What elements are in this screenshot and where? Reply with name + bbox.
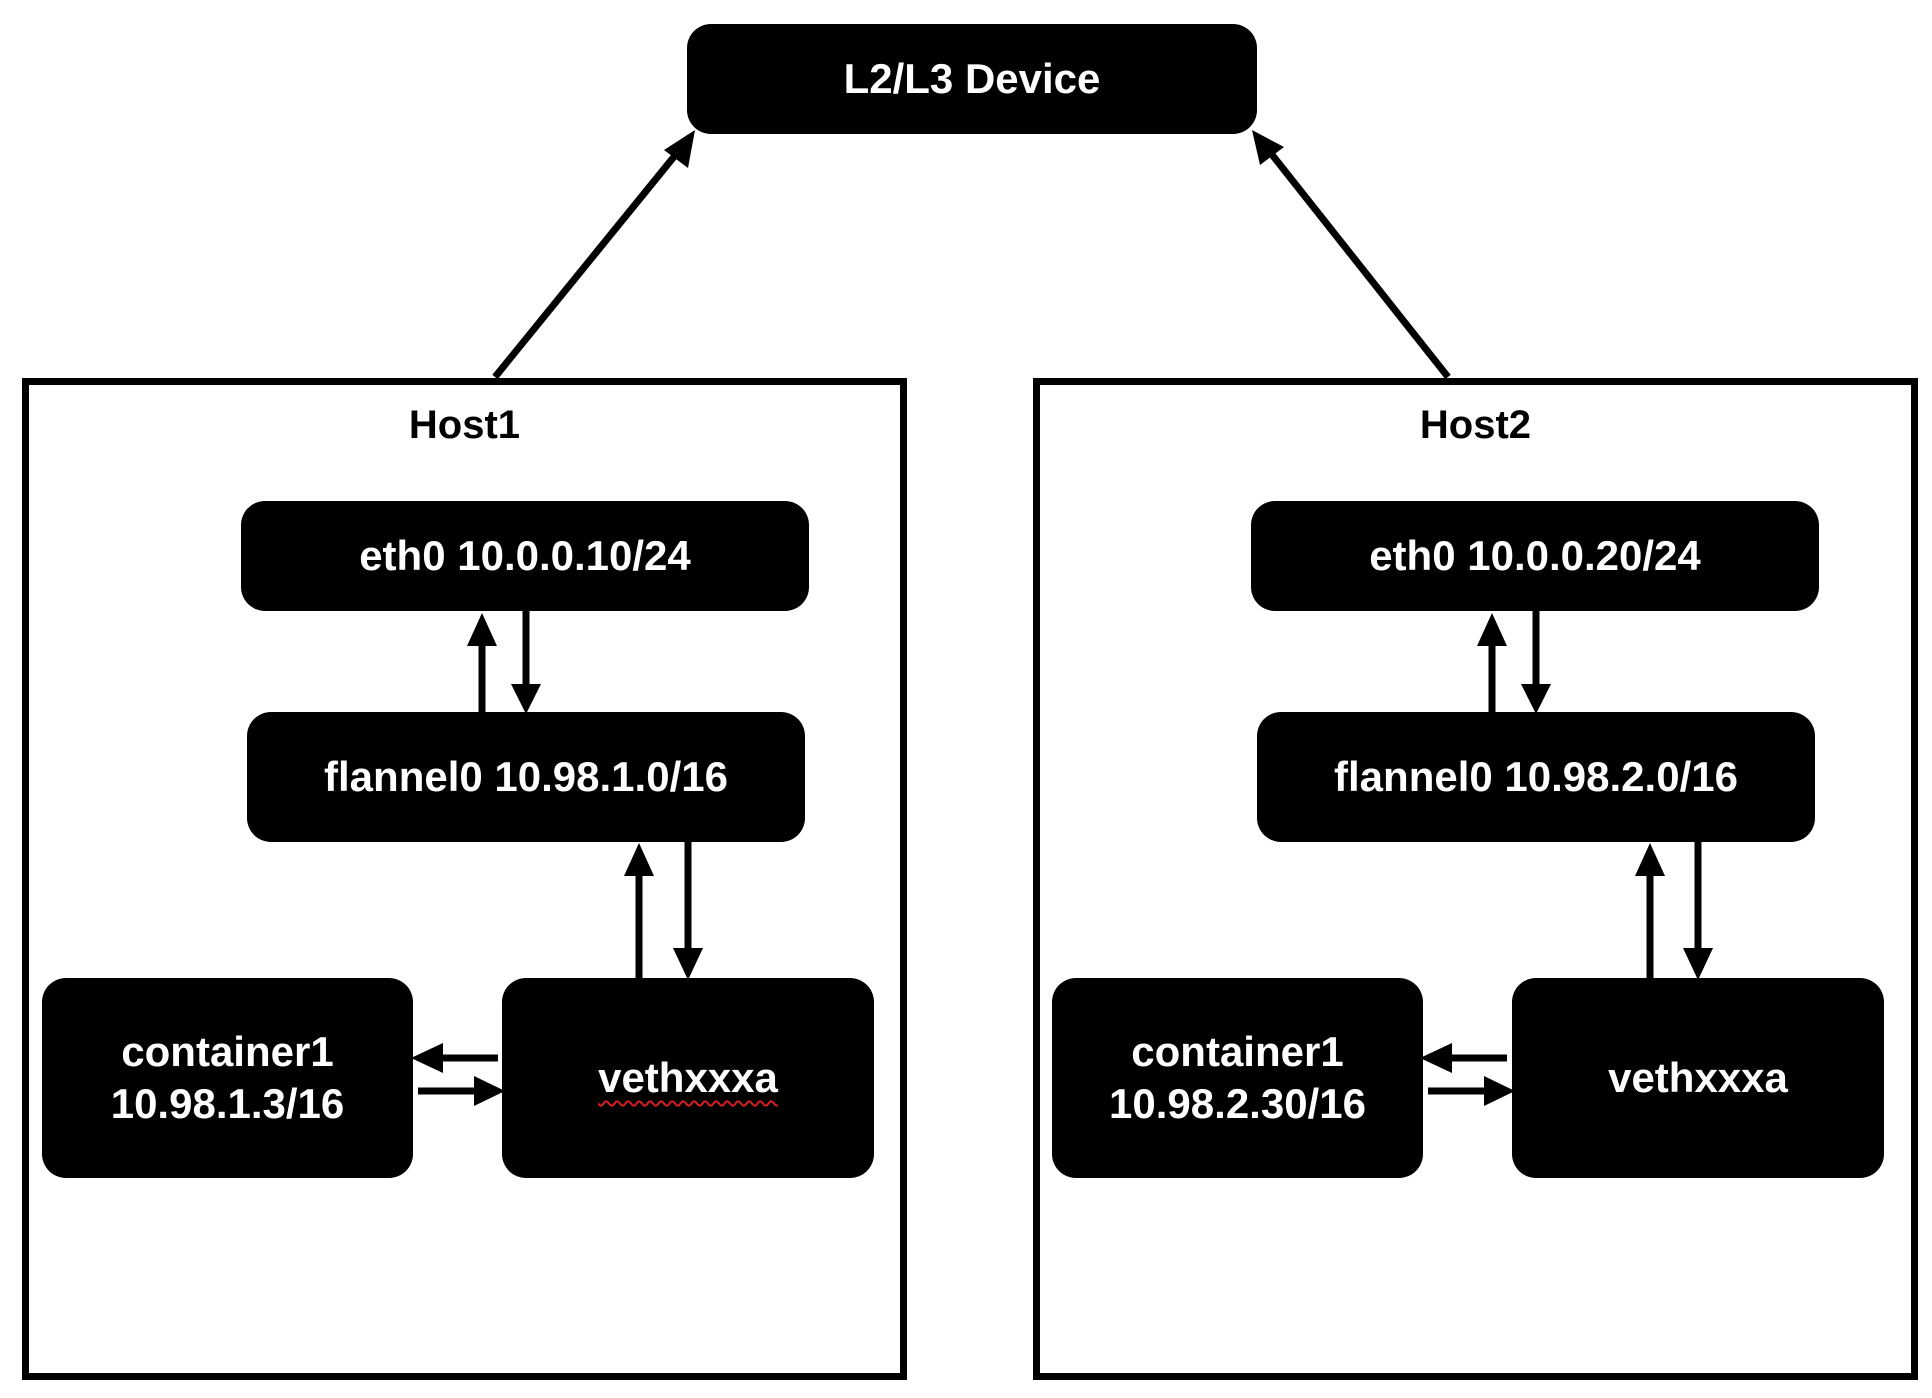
l2-l3-device-label: L2/L3 Device	[843, 54, 1101, 102]
host1-eth0-node: eth0 10.0.0.10/24	[241, 501, 809, 611]
host1-container-ip: 10.98.1.3/16	[110, 1080, 345, 1127]
host2-title: Host2	[1419, 403, 1532, 447]
host1-container-node: container1 10.98.1.3/16	[42, 978, 413, 1178]
host2-veth-to-flannel-arrowhead	[1635, 843, 1665, 876]
host1-eth0-to-flannel-arrowhead	[511, 684, 541, 714]
host2-flannel-to-veth-arrowhead	[1683, 948, 1713, 980]
host2-container-ip: 10.98.2.30/16	[1109, 1080, 1366, 1127]
host2-container-node: container1 10.98.2.30/16	[1052, 978, 1423, 1178]
host2-veth-label: vethxxxa	[1608, 1053, 1788, 1101]
host1-veth-to-container-arrowhead	[411, 1043, 443, 1073]
host2-veth-node: vethxxxa	[1512, 978, 1884, 1178]
host1-flannel0-label: flannel0 10.98.1.0/16	[324, 752, 728, 800]
l2-l3-device-node: L2/L3 Device	[687, 24, 1257, 134]
host2-box: Host2	[1033, 378, 1918, 1380]
host2-uplink-arrow	[1255, 134, 1451, 380]
host2-eth0-node: eth0 10.0.0.20/24	[1251, 501, 1819, 611]
host2-flannel0-node: flannel0 10.98.2.0/16	[1257, 712, 1815, 842]
host1-eth0-label: eth0 10.0.0.10/24	[359, 531, 691, 579]
host2-container-name: container1	[1131, 1027, 1344, 1075]
host2-uplink-arrowhead	[1252, 130, 1284, 165]
host1-container-name: container1	[121, 1027, 334, 1075]
host1-uplink-arrow	[492, 134, 693, 380]
host1-box: Host1	[22, 378, 907, 1380]
host1-veth-label: vethxxxa	[598, 1053, 778, 1101]
host1-flannel-to-eth0-arrowhead	[467, 613, 497, 646]
host1-uplink-arrowhead	[664, 130, 695, 168]
host1-container-to-veth-arrowhead	[474, 1076, 505, 1106]
host2-eth0-label: eth0 10.0.0.20/24	[1369, 531, 1701, 579]
host1-flannel-to-veth-arrowhead	[673, 948, 703, 980]
host2-eth0-to-flannel-arrowhead	[1521, 684, 1551, 714]
host1-title: Host1	[408, 403, 521, 447]
host2-veth-to-container-arrowhead	[1420, 1043, 1452, 1073]
host2-flannel-to-eth0-arrowhead	[1477, 613, 1507, 646]
host1-veth-to-flannel-arrowhead	[624, 843, 654, 876]
host1-flannel0-node: flannel0 10.98.1.0/16	[247, 712, 805, 842]
host2-flannel0-label: flannel0 10.98.2.0/16	[1334, 752, 1738, 800]
host2-container-to-veth-arrowhead	[1484, 1076, 1515, 1106]
host1-veth-node: vethxxxa	[502, 978, 874, 1178]
